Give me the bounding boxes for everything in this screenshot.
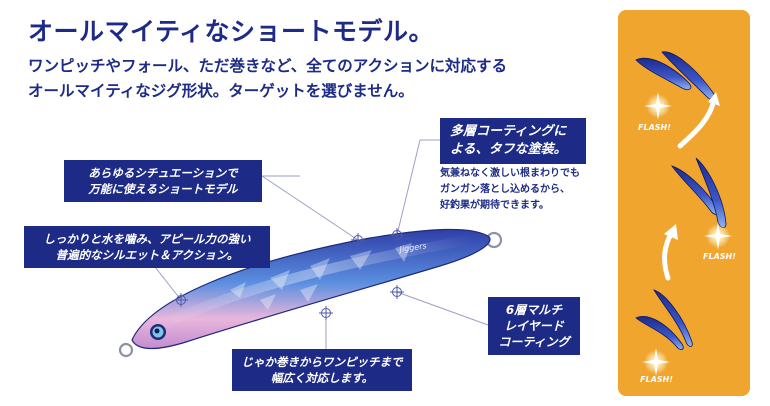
flash-label-middle: FLASH! (703, 252, 736, 261)
curved-arrow-icon (677, 97, 717, 149)
callout-coating-line-2: よる、タフな塗装。 (450, 142, 567, 157)
callout-allround-model: あらゆるシチュエーションで 万能に使えるショートモデル (64, 160, 262, 202)
jig-lure-icon (635, 289, 693, 350)
crosshair-marker-icon (174, 228, 404, 320)
callout-layered-line-2: レイヤード (504, 319, 564, 333)
callout-action-line-2: 普遍的なシルエット＆アクション。 (55, 248, 239, 262)
callout-silhouette-action: しっかりと水を噛み、アピール力の強い 普遍的なシルエット＆アクション。 (24, 226, 270, 268)
jig-lure-icon (670, 157, 727, 228)
action-diagram (635, 51, 732, 376)
subhead-line-1: ワンピッチやフォール、ただ巻きなど、全てのアクションに対応する (28, 57, 507, 75)
curved-arrow-icon (662, 229, 675, 281)
callout-jerk-range: じゃか巻きからワンピッチまで 幅広く対応します。 (232, 349, 412, 391)
flash-label-top: FLASH! (638, 123, 671, 132)
callout-coating-line-1: 多層コーティングに (450, 124, 567, 139)
coating-note-line-2: ガンガン落とし込めるから、 (440, 184, 570, 195)
subhead-line-2: オールマイティなジグ形状。ターゲットを選びません。 (28, 82, 414, 100)
callout-allround-line-2: 万能に使えるショートモデル (88, 182, 238, 196)
rear-ring (118, 342, 134, 358)
jig-lure-icon (635, 51, 716, 100)
callout-layered-line-1: 6層マルチ (505, 303, 563, 317)
callout-tough-coating: 多層コーティングに よる、タフな塗装。 (440, 118, 586, 164)
callout-jerk-line-1: じゃか巻きからワンピッチまで (241, 355, 403, 369)
flash-sparkle-icon (644, 92, 672, 120)
lure-print: Jiggers (397, 241, 427, 254)
action-diagram-panel: FLASH! FLASH! FLASH! (618, 10, 750, 396)
coating-note-line-1: 気兼ねなく激しい根まわりでも (440, 168, 580, 179)
callout-action-line-1: しっかりと水を噛み、アピール力の強い (43, 232, 251, 246)
subhead: ワンピッチやフォール、ただ巻きなど、全てのアクションに対応する オールマイティな… (28, 54, 507, 104)
coating-note-line-3: 好釣果が期待できます。 (440, 200, 549, 211)
flash-sparkle-icon (704, 222, 732, 250)
callout-multi-layer: 6層マルチ レイヤード コーティング (488, 297, 580, 355)
flash-label-bottom: FLASH! (640, 375, 673, 384)
headline: オールマイティなショートモデル。 (28, 17, 435, 46)
jig-lure-icon (131, 228, 491, 350)
callout-jerk-line-2: 幅広く対応します。 (270, 371, 374, 385)
callout-layered-line-3: コーティング (498, 335, 570, 349)
lure-illustration: Jiggers (118, 139, 503, 358)
coating-note: 気兼ねなく激しい根まわりでも ガンガン落とし込めるから、 好釣果が期待できます。 (440, 166, 580, 214)
callout-allround-line-1: あらゆるシチュエーションで (88, 166, 238, 180)
flash-sparkle-icon (642, 348, 670, 376)
